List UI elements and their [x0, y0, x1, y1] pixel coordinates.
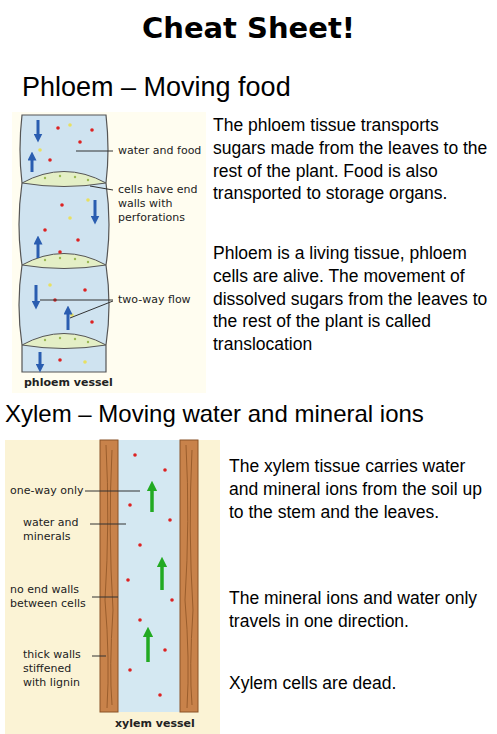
xylem-panel [5, 440, 220, 734]
part-label: cells have end walls with perforations [118, 183, 204, 224]
phloem-leader-lines [40, 151, 113, 318]
section-heading: Xylem – Moving water and mineral ions [5, 398, 495, 429]
body-text: The mineral ions and water only travels … [229, 587, 491, 633]
part-label: two-way flow [118, 293, 204, 307]
body-text: Phloem is a living tissue, phloem cells … [213, 242, 495, 356]
vessel-caption: phloem vessel [24, 376, 144, 390]
phloem-tube [19, 115, 109, 372]
part-label: one-way only [10, 484, 90, 498]
xylem-leader-lines [85, 491, 140, 656]
xylem-tube [100, 440, 198, 712]
body-text: Xylem cells are dead. [229, 672, 491, 695]
page-title: Cheat Sheet! [0, 10, 497, 48]
xylem-panel: one-way only water and minerals no end wal… [5, 440, 220, 734]
section-heading: Phloem – Moving food [22, 70, 492, 105]
part-label: thick walls stiffened with lignin [23, 648, 95, 689]
body-text: The phloem tissue transports sugars made… [213, 114, 495, 205]
body-text: The xylem tissue carries water and miner… [229, 455, 491, 523]
vessel-caption: xylem vessel [115, 717, 215, 731]
part-label: water and food [118, 144, 208, 158]
part-label: no end walls between cells [10, 583, 96, 611]
phloem-panel: water and food cells have end walls with … [12, 112, 206, 393]
part-label: water and minerals [23, 516, 93, 544]
